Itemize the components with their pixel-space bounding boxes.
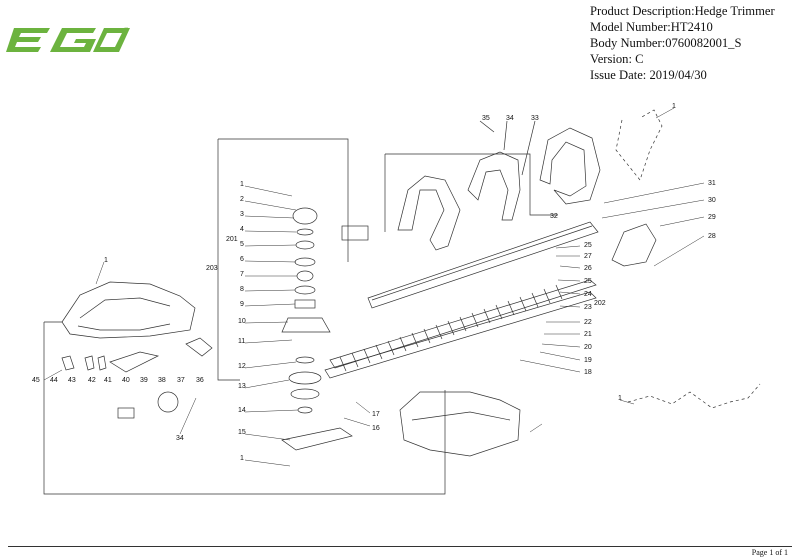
callout-10: 10 xyxy=(238,318,246,325)
product-info: Product Description:Hedge Trimmer Model … xyxy=(590,3,795,83)
callout-33: 33 xyxy=(531,115,539,122)
callout-19: 19 xyxy=(584,357,592,364)
callout-34b: 34 xyxy=(176,435,184,442)
callout-24: 24 xyxy=(584,291,592,298)
product-description: Product Description:Hedge Trimmer xyxy=(590,4,775,18)
page-number: Page 1 of 1 xyxy=(751,548,788,557)
callout-1d: 1 xyxy=(104,257,108,264)
callout-30: 30 xyxy=(708,197,716,204)
version: Version: C xyxy=(590,52,644,66)
callout-17: 17 xyxy=(372,411,380,418)
guide-rail xyxy=(367,221,599,309)
callout-18: 18 xyxy=(584,369,592,376)
blade-teeth xyxy=(339,284,563,372)
callout-27: 27 xyxy=(584,253,592,260)
callout-202: 202 xyxy=(594,300,606,307)
callout-1c: 1 xyxy=(672,103,676,110)
callout-20: 20 xyxy=(584,344,592,351)
d-handle xyxy=(539,127,601,205)
callout-31: 31 xyxy=(708,180,716,187)
callout-22: 22 xyxy=(584,319,592,326)
callout-4: 4 xyxy=(240,226,244,233)
callout-16: 16 xyxy=(372,425,380,432)
callout-35: 35 xyxy=(482,115,490,122)
callout-labels: 1 2 3 4 5 6 7 8 9 10 11 12 13 14 15 1 16… xyxy=(32,103,716,462)
callout-9: 9 xyxy=(240,301,244,308)
callout-12: 12 xyxy=(238,363,246,370)
callout-3: 3 xyxy=(240,211,244,218)
callout-1b: 1 xyxy=(240,455,244,462)
callout-21: 21 xyxy=(584,331,592,338)
callout-44: 44 xyxy=(50,377,58,384)
issue-date: Issue Date: 2019/04/30 xyxy=(590,68,707,82)
callout-42: 42 xyxy=(88,377,96,384)
blade-bar-2 xyxy=(324,291,597,379)
motor-group-bracket xyxy=(218,138,349,262)
callout-14: 14 xyxy=(238,407,246,414)
callout-5: 5 xyxy=(240,241,244,248)
callout-1a: 1 xyxy=(240,181,244,188)
rear-handle xyxy=(467,151,521,221)
left-housing xyxy=(61,281,196,339)
model-number: Model Number:HT2410 xyxy=(590,20,713,34)
front-handle xyxy=(397,175,461,251)
callout-40: 40 xyxy=(122,377,130,384)
callout-15: 15 xyxy=(238,429,246,436)
right-clamp xyxy=(611,223,657,267)
callout-6: 6 xyxy=(240,256,244,263)
callout-37: 37 xyxy=(177,377,185,384)
callout-28: 28 xyxy=(708,233,716,240)
callout-11: 11 xyxy=(238,338,245,345)
callout-203: 203 xyxy=(206,265,218,272)
callout-13: 13 xyxy=(238,383,246,390)
callout-26: 26 xyxy=(584,265,592,272)
callout-38: 38 xyxy=(158,377,166,384)
footer-rule xyxy=(8,546,792,547)
callout-39: 39 xyxy=(140,377,148,384)
right-housing xyxy=(399,391,521,457)
callout-41: 41 xyxy=(104,377,112,384)
callout-25a: 25 xyxy=(584,278,592,285)
callout-36: 36 xyxy=(196,377,204,384)
svg-text:™: ™ xyxy=(124,26,128,31)
callout-23: 23 xyxy=(584,304,592,311)
callout-43: 43 xyxy=(68,377,76,384)
callout-32: 32 xyxy=(550,213,558,220)
callout-25b: 25 xyxy=(584,242,592,249)
ego-logo: ™ xyxy=(6,26,130,52)
callout-8: 8 xyxy=(240,286,244,293)
callout-2: 2 xyxy=(240,196,244,203)
callout-45: 45 xyxy=(32,377,40,384)
callout-34a: 34 xyxy=(506,115,514,122)
callout-201: 201 xyxy=(226,236,238,243)
body-number: Body Number:0760082001_S xyxy=(590,36,742,50)
callout-1e: 1 xyxy=(618,395,622,402)
callout-29: 29 xyxy=(708,214,716,221)
blade-bar-1 xyxy=(329,279,597,369)
callout-7: 7 xyxy=(240,271,244,278)
